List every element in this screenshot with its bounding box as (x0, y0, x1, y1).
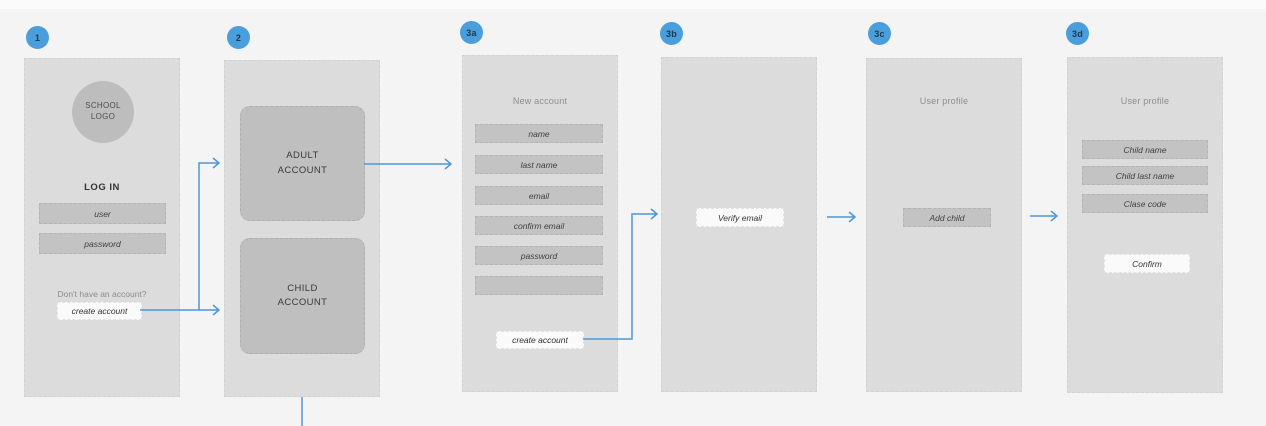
login-screen: SCHOOL LOGO LOG IN user password Don't h… (24, 58, 180, 397)
submit-create-account-button[interactable]: create account (496, 331, 584, 349)
child-account-option[interactable]: CHILD ACCOUNT (240, 238, 365, 354)
top-strip (0, 0, 1266, 9)
child-last-name-field[interactable]: Child last name (1082, 166, 1208, 185)
new-password-field[interactable]: password (475, 246, 603, 265)
account-type-screen: ADULT ACCOUNT CHILD ACCOUNT (224, 60, 380, 397)
class-code-field[interactable]: Clase code (1082, 194, 1208, 213)
arrow-verify-to-profile (827, 211, 857, 223)
confirm-button[interactable]: Confirm (1104, 254, 1190, 273)
step-badge-1: 1 (26, 26, 49, 49)
confirm-email-field[interactable]: confirm email (475, 216, 603, 235)
step-badge-3b: 3b (660, 22, 683, 45)
no-account-helper-text: Don't have an account? (57, 289, 147, 299)
add-child-screen: User profile Child name Child last name … (1067, 57, 1223, 393)
login-title: LOG IN (84, 182, 120, 193)
user-profile-screen: User profile Add child (866, 58, 1022, 392)
new-account-screen: New account name last name email confirm… (462, 55, 618, 392)
user-profile-title: User profile (919, 96, 969, 106)
create-account-button[interactable]: create account (57, 302, 142, 320)
step-badge-3d: 3d (1066, 22, 1089, 45)
add-child-button[interactable]: Add child (903, 208, 991, 227)
last-name-field[interactable]: last name (475, 155, 603, 174)
child-name-field[interactable]: Child name (1082, 140, 1208, 159)
step-badge-3a: 3a (460, 21, 483, 44)
adult-account-option[interactable]: ADULT ACCOUNT (240, 106, 365, 221)
add-child-title: User profile (1120, 96, 1170, 106)
step-badge-2: 2 (227, 26, 250, 49)
empty-field[interactable] (475, 276, 603, 295)
user-field[interactable]: user (39, 203, 166, 224)
verify-email-button[interactable]: Verify email (696, 208, 784, 227)
step-badge-3c: 3c (868, 22, 891, 45)
email-field[interactable]: email (475, 186, 603, 205)
school-logo: SCHOOL LOGO (72, 81, 134, 143)
arrow-profile-to-add-child (1030, 210, 1059, 222)
new-account-title: New account (512, 96, 568, 106)
password-field[interactable]: password (39, 233, 166, 254)
name-field[interactable]: name (475, 124, 603, 143)
verify-email-screen: Verify email (661, 57, 817, 392)
